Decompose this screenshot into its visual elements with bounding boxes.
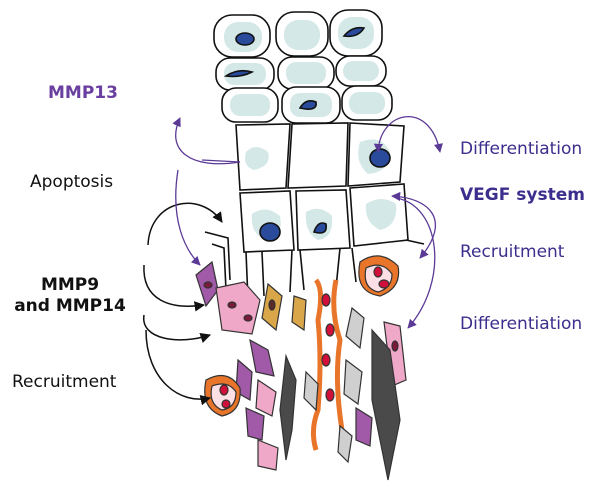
- label-mmp9-line1: MMP9: [40, 275, 100, 295]
- black-arrows: [143, 202, 223, 406]
- mmp13-arrow-up: [172, 117, 241, 165]
- mmp13-arrow-down: [175, 169, 201, 266]
- hypertrophic-chondrocytes: [235, 122, 409, 253]
- mmp9-arrow: [143, 264, 206, 312]
- differentiation-top-arrow: [373, 116, 443, 153]
- label-recruitment-left: Recruitment: [12, 372, 117, 392]
- mmp14-arrow: [143, 314, 211, 343]
- purple-arrows: [172, 116, 443, 329]
- label-mmp13: MMP13: [48, 83, 118, 103]
- recruitment-left-arrow: [145, 329, 212, 406]
- differentiation-bottom-arrow: [395, 197, 436, 329]
- label-recruitment-right: Recruitment: [460, 242, 565, 262]
- mmp13-line: [201, 159, 241, 163]
- label-differentiation-bottom: Differentiation: [460, 314, 583, 334]
- label-differentiation-top: Differentiation: [460, 139, 583, 159]
- resting-chondrocytes: [213, 9, 393, 124]
- invading-cells: [195, 255, 407, 481]
- label-vegf-system: VEGF system: [460, 185, 585, 205]
- vegf-arrow: [391, 191, 436, 259]
- apoptosis-arrow: [147, 202, 223, 246]
- label-mmp9-line2: and MMP14: [14, 296, 126, 316]
- label-apoptosis: Apoptosis: [30, 172, 114, 192]
